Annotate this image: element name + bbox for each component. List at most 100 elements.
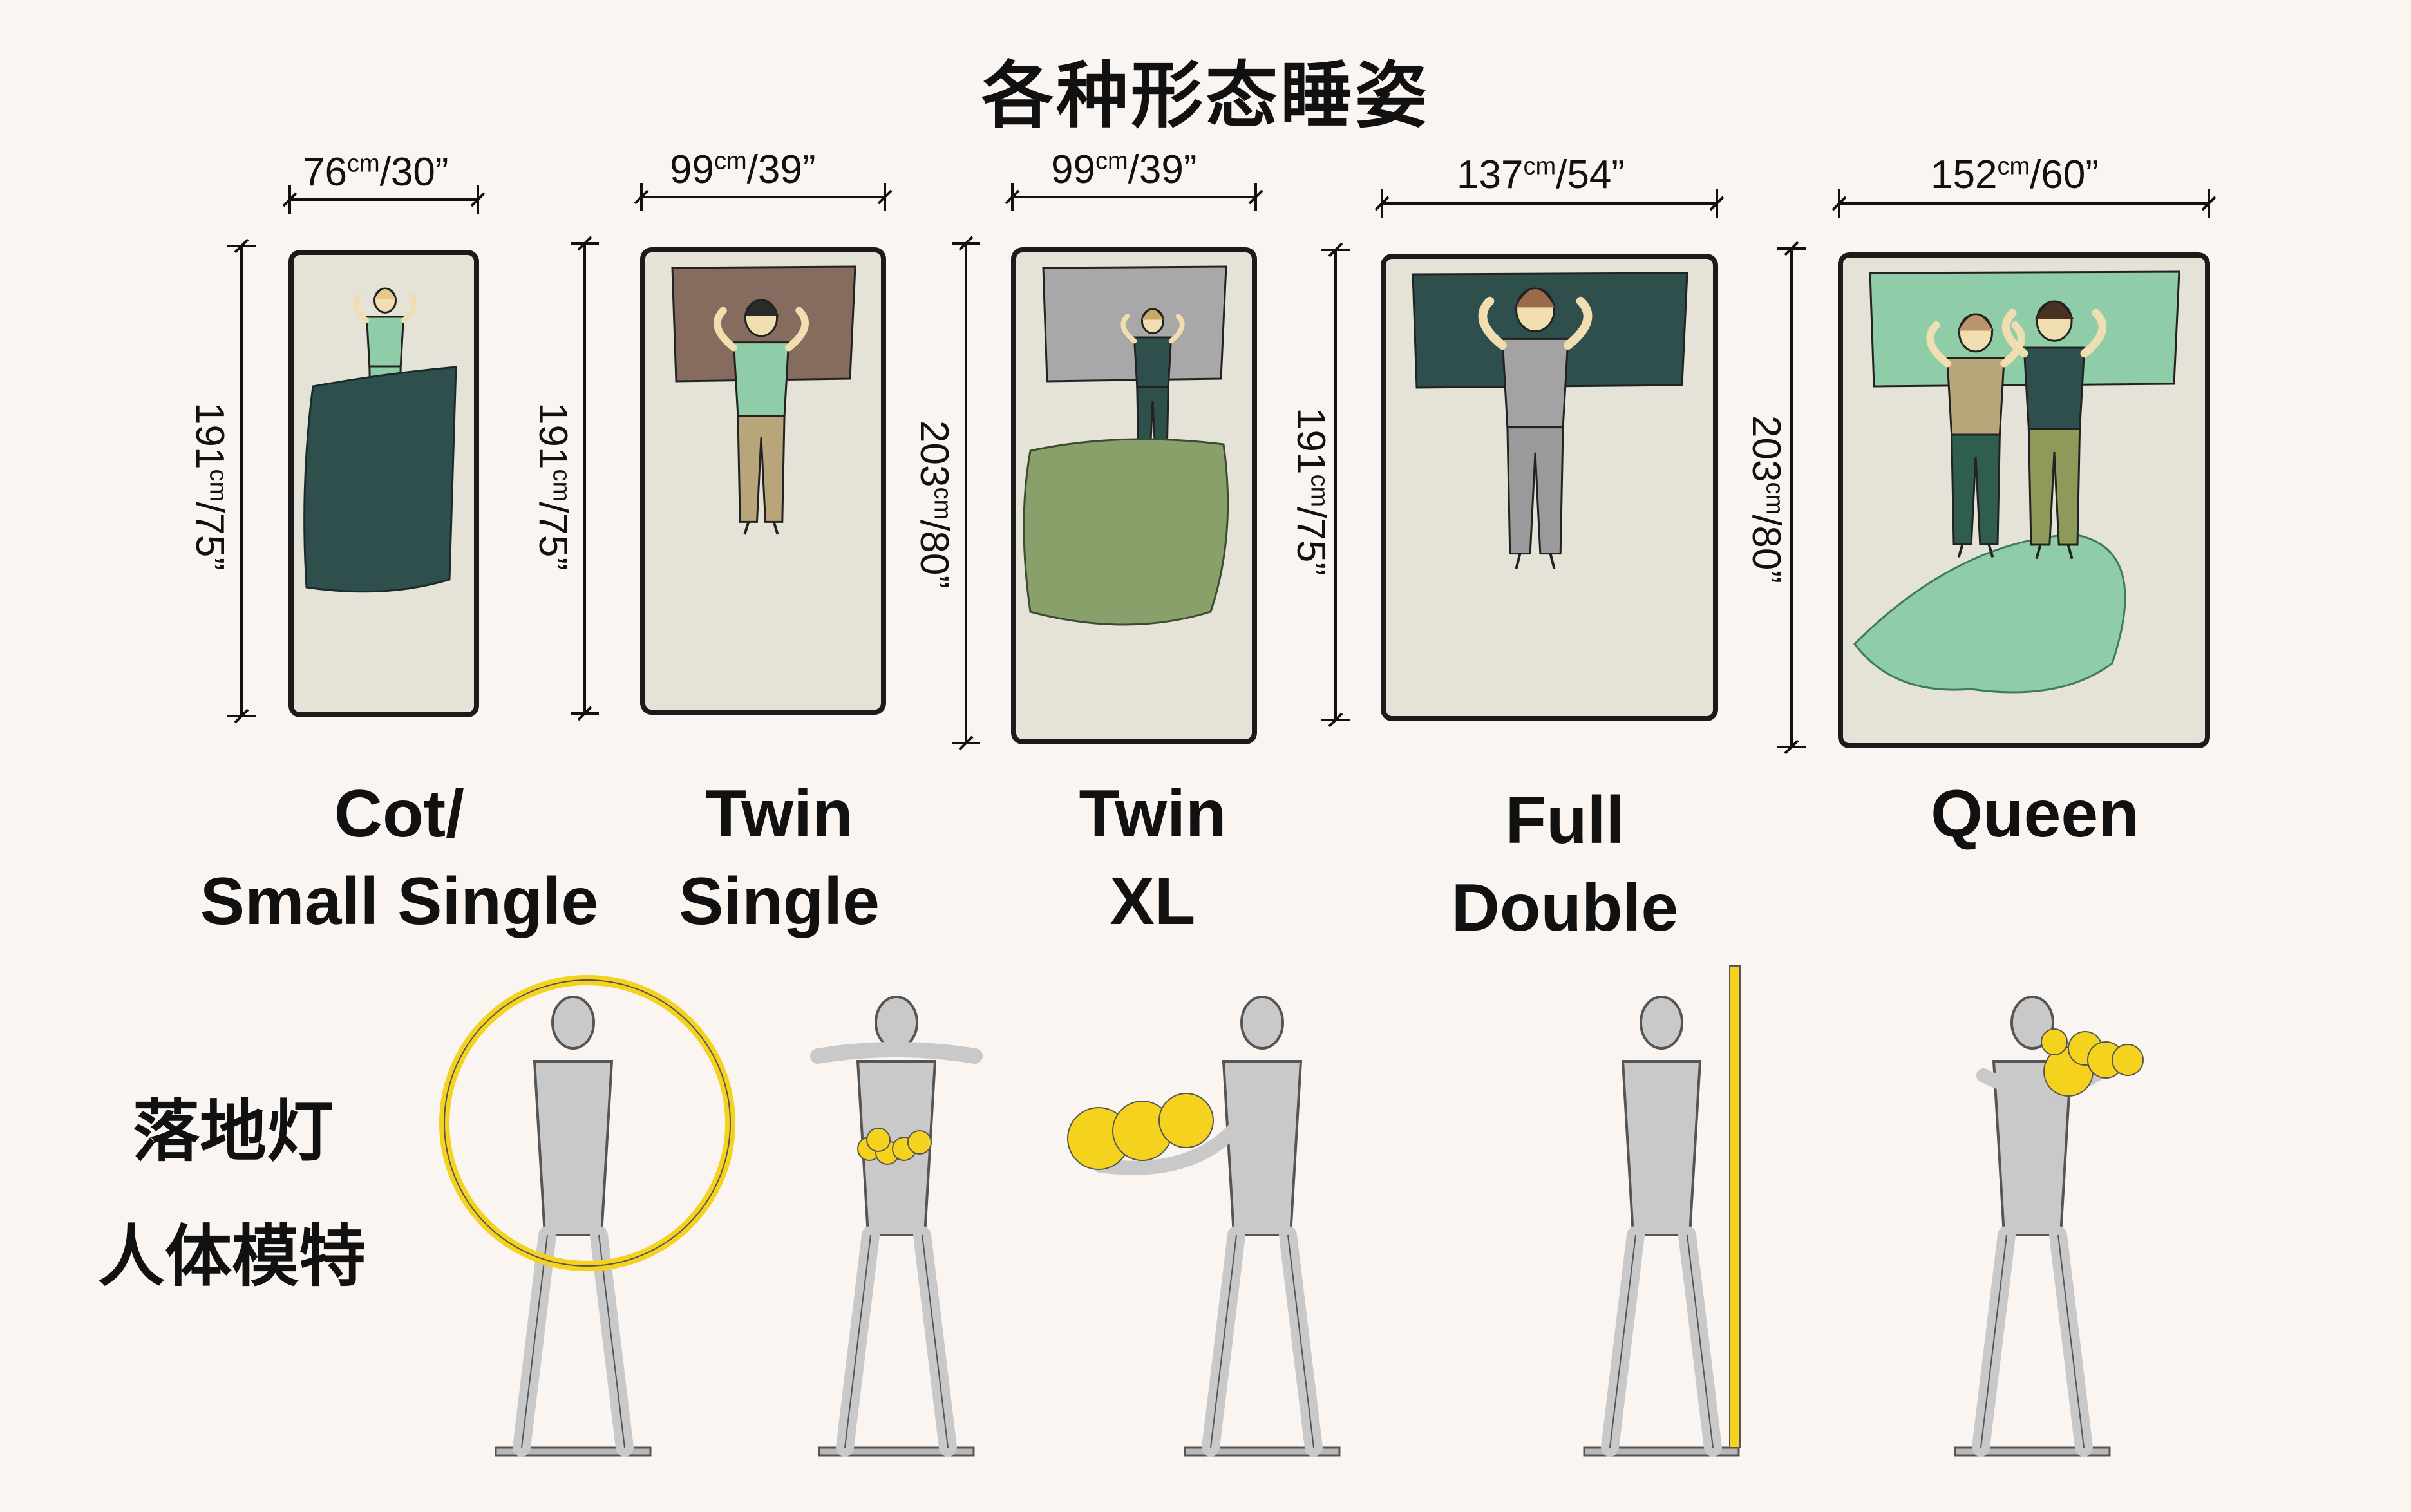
mannequin-pole — [1583, 965, 1741, 1457]
bed-3-width-cm: 99 — [1051, 147, 1095, 192]
bed-5-width-label: 152cm/60” — [1931, 153, 2099, 197]
mannequin-ring-base — [495, 1446, 652, 1457]
mannequin-cluster-base — [1954, 1446, 2111, 1457]
bed-2-sleeper-feet — [743, 521, 779, 535]
bed-4-length-dimension — [1321, 242, 1350, 728]
mannequin-tray-arm — [1093, 1113, 1249, 1175]
bed-2-length-dimension-tick-0 — [577, 236, 592, 251]
bed-5-sleeper-2-hair — [2035, 301, 2074, 319]
bed-5-sleeper-1-feet — [1957, 543, 1994, 558]
floor-lamp-label: 落地灯 — [133, 1092, 334, 1171]
mannequin-cluster-ball-3 — [2112, 1044, 2144, 1076]
bed-2-width-label: 99cm/39” — [670, 147, 816, 192]
mannequin-label: 人体模特 — [98, 1217, 366, 1296]
bed-1-name: Cot/ Small Single — [167, 770, 631, 945]
bed-1-length-unit: cm — [204, 469, 232, 502]
bed-4-pillow — [1412, 272, 1688, 389]
mannequin-cluster-legs — [1972, 1226, 2093, 1457]
bed-1-length-dimension-tick-1 — [234, 708, 249, 724]
mannequin-pole-lamp — [1729, 965, 1741, 1448]
bed-5-width-in: 60” — [2041, 153, 2099, 197]
bed-4-width-dimension — [1374, 189, 1725, 218]
bed-3-length-dimension-tick-1 — [958, 735, 974, 751]
bed-1-sleeper-torso — [365, 316, 405, 368]
bed-1-sleeper-hair — [373, 288, 397, 299]
bed-4-name-line1: Full — [1505, 783, 1625, 858]
bed-4-width-label: 137cm/54” — [1457, 153, 1625, 197]
bed-3-width-unit: cm — [1095, 147, 1128, 175]
bed-3-name-line2: XL — [1110, 864, 1196, 939]
mannequin-tray-legs — [1202, 1226, 1323, 1457]
bed-2-length-dimension — [571, 236, 599, 721]
bed-5-length-unit: cm — [1761, 482, 1788, 515]
bed-3-name: Twin XL — [1017, 770, 1288, 945]
mannequin-tray-base — [1184, 1446, 1341, 1457]
bed-2-length-in: 75” — [530, 513, 575, 571]
mannequin-ring-head — [551, 996, 595, 1050]
bed-4-length-dimension-tick-1 — [1328, 712, 1343, 728]
bed-2-name: Twin Single — [644, 770, 914, 945]
bed-3-length-cm: 203 — [911, 421, 956, 487]
bed-2-length-dimension-tick-1 — [577, 706, 592, 721]
bed-2-length-unit: cm — [547, 469, 575, 502]
bed-4-width-dimension-tick-0 — [1374, 196, 1390, 211]
bed-3-sleeper-hair — [1140, 308, 1165, 320]
bed-5-sleeper-2-arms — [2001, 308, 2107, 358]
bed-4-width-dimension-tick-1 — [1709, 196, 1725, 211]
mannequin-cluster-ball-4 — [2041, 1028, 2068, 1055]
bed-3-sleeper-torso — [1133, 336, 1173, 388]
bed-2-sleeper-arms — [714, 307, 809, 352]
bed-5-sleeper-1-hair — [1957, 314, 1994, 331]
bed-4-length-dimension-tick-0 — [1328, 242, 1343, 258]
bed-5-length-cm: 203 — [1743, 415, 1788, 482]
bed-3-length-dimension — [952, 236, 980, 751]
bed-4-length-label: 191cm/75” — [1288, 408, 1333, 576]
bed-3-width-label: 99cm/39” — [1051, 147, 1197, 192]
bed-1-length-in: 75” — [187, 513, 232, 571]
bed-1-length-label: 191cm/75” — [187, 402, 232, 571]
bed-2-width-dimension-tick-1 — [877, 189, 893, 205]
bed-4-sleeper-arms — [1478, 296, 1593, 350]
bed-4-width-in: 54” — [1567, 153, 1625, 197]
bed-1-width-label: 76cm/30” — [303, 150, 449, 194]
bed-4-sleeper-legs — [1506, 426, 1564, 555]
bed-4-length-cm: 191 — [1288, 408, 1333, 475]
bed-5-width-unit: cm — [1997, 153, 2030, 180]
mannequin-bowl — [810, 996, 983, 1457]
bed-2 — [640, 247, 886, 715]
mannequin-ring-torso — [533, 1060, 614, 1236]
mannequin-bowl-head — [875, 996, 918, 1050]
bed-1-name-line1: Cot/ — [334, 777, 465, 851]
mannequin-pole-legs-outline — [1609, 1234, 1714, 1448]
bed-1-width-dimension-tick-0 — [282, 192, 298, 207]
bed-2-width-in: 39” — [757, 147, 816, 192]
bed-3-length-in: 80” — [911, 531, 956, 589]
mannequin-pole-base — [1583, 1446, 1740, 1457]
bed-2-length-cm: 191 — [530, 402, 575, 469]
bed-4-name: Full Double — [1417, 777, 1713, 952]
bed-3-sleeper-arms — [1120, 314, 1185, 344]
bed-1-length-cm: 191 — [187, 402, 232, 469]
bed-3-width-dimension-tick-0 — [1005, 189, 1020, 205]
bed-5-blanket — [1853, 533, 2126, 694]
bed-4-sleeper-hair — [1514, 288, 1556, 308]
bed-1-name-line2: Small Single — [200, 864, 599, 939]
bed-3-width-in: 39” — [1139, 147, 1197, 192]
mannequin-tray-torso — [1222, 1060, 1303, 1236]
bed-1-length-dimension — [227, 238, 256, 724]
mannequin-ring — [439, 975, 735, 1457]
bed-3-blanket — [1023, 438, 1229, 626]
mannequin-pole-head — [1640, 996, 1683, 1050]
bed-3-name-line1: Twin — [1079, 777, 1227, 851]
mannequin-tray-legs-outline — [1210, 1234, 1314, 1448]
bed-5-width-dimension — [1831, 189, 2217, 218]
mannequin-bowl-base — [818, 1446, 975, 1457]
bed-4-width-unit: cm — [1523, 153, 1556, 180]
bed-5-sleeper-1-legs — [1951, 433, 2001, 545]
bed-5-width-cm: 152 — [1931, 153, 1998, 197]
mannequin-pole-legs — [1601, 1226, 1722, 1457]
mannequin-bowl-legs-outline — [844, 1234, 949, 1448]
bed-5-sleeper-1-arms — [1926, 321, 2025, 368]
bed-1-width-cm: 76 — [303, 150, 347, 194]
